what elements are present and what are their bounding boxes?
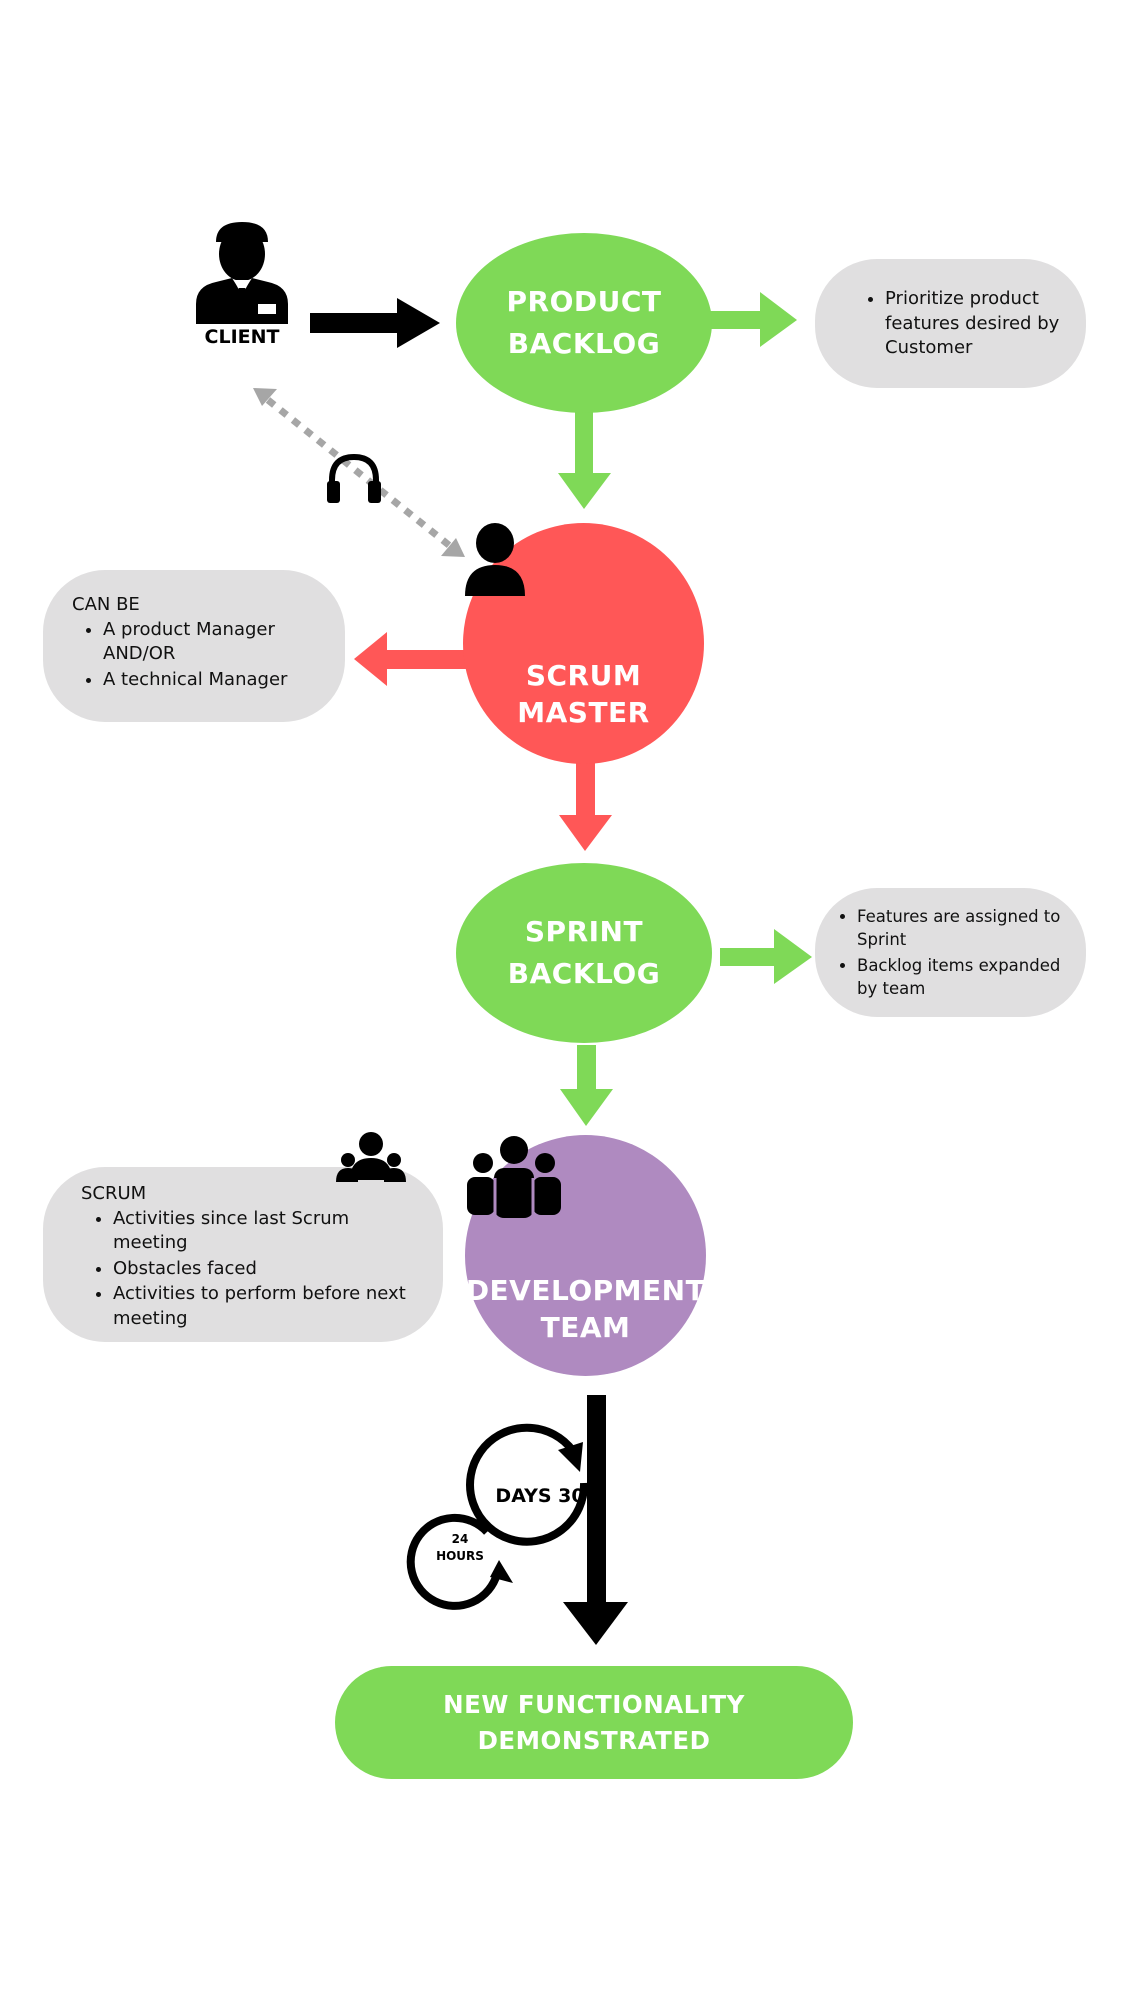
note-item: Activities since last Scrum meeting [113,1207,423,1256]
client-scrum-master-dotted-arrow [253,388,465,557]
thirty-day-cycle-icon [466,1423,589,1546]
development-team-to-result-arrow [563,1395,628,1645]
scrum-master-note-heading: CAN BE [72,594,140,615]
note-item: Prioritize product features desired by C… [885,287,1066,361]
note-item: Backlog items expanded by team [857,954,1070,1000]
development-team-node: DEVELOPMENT TEAM [465,1135,706,1376]
client-to-product-backlog-arrow [310,298,440,348]
note-item: A technical Manager [103,668,325,693]
twenty-four-hour-cycle-icon [406,1513,513,1610]
sprint-backlog-label-line2: BACKLOG [507,957,661,990]
twenty-four-hour-label-line1: 24 [451,1532,469,1546]
product-backlog-to-scrum-master-arrow [558,410,611,509]
twenty-four-hour-cycle-label: 24 HOURS [425,1531,495,1565]
scrum-master-label-line2: MASTER [517,696,650,729]
businessman-icon [196,222,288,324]
meeting-group-svg [336,1132,406,1182]
scrum-master-to-sprint-backlog-arrow [559,763,612,851]
scrum-master-node: SCRUM MASTER [463,523,704,764]
person-svg [465,523,525,596]
scrum-meeting-note-heading: SCRUM [81,1183,147,1204]
new-functionality-label-line1: NEW FUNCTIONALITY [443,1689,745,1719]
sprint-backlog-label-line1: SPRINT [524,915,644,948]
product-backlog-node: PRODUCT BACKLOG [456,233,712,413]
product-backlog-label-line1: PRODUCT [506,285,662,318]
product-backlog-note: Prioritize product features desired by C… [815,259,1086,388]
development-team-label-line1: DEVELOPMENT [465,1274,706,1307]
note-item: Obstacles faced [113,1257,423,1282]
twenty-four-hour-label-line2: HOURS [436,1549,484,1563]
headphones-svg [327,453,381,503]
thirty-day-cycle-label: DAYS 30 [495,1485,585,1507]
sprint-backlog-to-development-team-arrow [560,1045,613,1126]
scrum-master-note: CAN BE A product Manager AND/OR A techni… [43,570,345,722]
scrum-master-label-line1: SCRUM [525,659,642,692]
scrum-meeting-note: SCRUM Activities since last Scrum meetin… [43,1167,443,1342]
note-item: Features are assigned to Sprint [857,905,1070,951]
client-label: CLIENT [204,326,280,348]
scrum-master-note-list: A product Manager AND/OR A technical Man… [72,618,325,693]
team-svg [467,1136,561,1218]
person-icon [465,523,616,641]
scrum-master-to-note-arrow [354,632,466,686]
new-functionality-node: NEW FUNCTIONALITY DEMONSTRATED [335,1666,853,1779]
client-icon [194,220,290,325]
product-backlog-note-list: Prioritize product features desired by C… [855,287,1066,361]
product-backlog-to-note-arrow [710,292,797,347]
new-functionality-label-line2: DEMONSTRATED [477,1725,711,1755]
sprint-backlog-note-list: Features are assigned to Sprint Backlog … [831,905,1070,1000]
sprint-backlog-to-note-arrow [720,929,812,984]
headphones-icon [325,452,383,504]
development-team-label-line2: TEAM [540,1311,631,1344]
sprint-backlog-note: Features are assigned to Sprint Backlog … [815,888,1086,1017]
meeting-group-icon [336,1130,406,1184]
note-item: Activities to perform before next meetin… [113,1282,423,1331]
product-backlog-label-line2: BACKLOG [507,327,661,360]
team-icon [467,1136,635,1248]
scrum-meeting-note-list: Activities since last Scrum meeting Obst… [81,1207,423,1332]
sprint-backlog-node: SPRINT BACKLOG [456,863,712,1043]
note-item: A product Manager AND/OR [103,618,325,667]
